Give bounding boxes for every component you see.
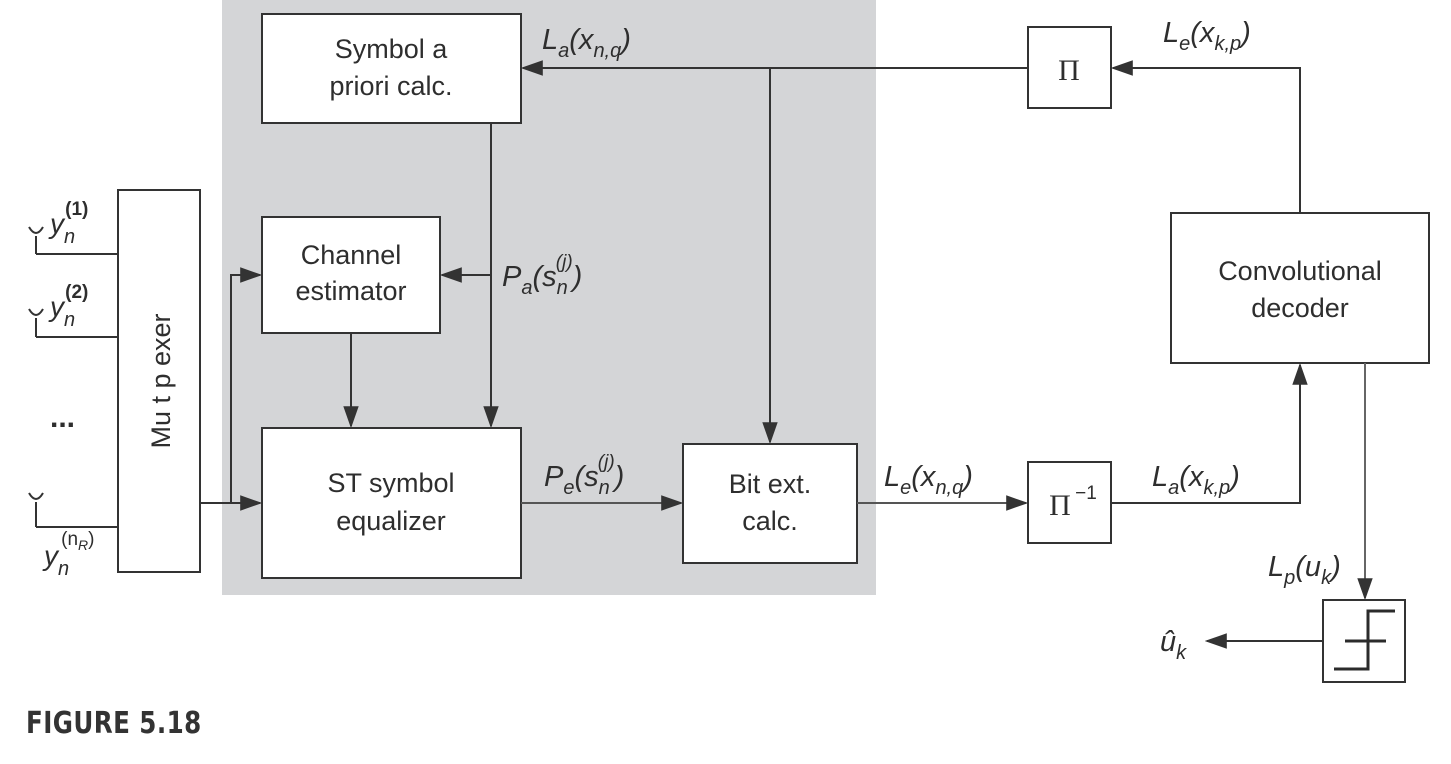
input-ynR-label: yn(nR) — [42, 529, 94, 580]
signal-Pe-s: Pe(sn(j)) — [544, 452, 624, 499]
conv-decoder-label-line2: decoder — [1251, 293, 1349, 323]
interleaver-block: Π — [1027, 26, 1112, 109]
hard-decision-block — [1322, 599, 1406, 683]
antenna-icon — [28, 308, 44, 316]
decoder-to-interleaver-arrow — [1110, 60, 1301, 213]
signal-Le-xkp: Le(xk,p) — [1163, 17, 1251, 55]
input-y2-label: yn(2) — [48, 282, 88, 331]
input-ellipsis: ... — [50, 401, 75, 434]
deinterleaver-pi-symbol: Π — [1049, 489, 1071, 522]
channel-estimator-block: Channel estimator — [261, 216, 441, 334]
antenna-icon — [28, 492, 44, 500]
channel-estimator-label-line2: estimator — [295, 276, 406, 306]
multiplexer-label: Mu t p exer — [146, 313, 176, 448]
deinterleaver-block: Π −1 — [1027, 461, 1112, 544]
signal-La-xkp: La(xk,p) — [1152, 461, 1240, 499]
st-equalizer-label-line2: equalizer — [336, 506, 446, 536]
interleaver-pi-symbol: Π — [1058, 54, 1080, 87]
mux-to-channel-estimator-arrow — [230, 267, 263, 503]
conv-decoder-label-line1: Convolutional — [1218, 256, 1382, 286]
hard-decision-step-icon — [1334, 609, 1395, 671]
antenna-nR — [28, 492, 118, 528]
symbol-apriori-label-line1: Symbol a — [335, 34, 449, 64]
bit-ext-label-line1: Bit ext. — [729, 469, 812, 499]
signal-La-xnq-top: La(xn,q) — [542, 24, 631, 62]
antenna-1 — [28, 226, 118, 255]
multiplexer-block: Mu t p exer — [117, 189, 201, 573]
bit-ext-calc-block: Bit ext. calc. — [682, 443, 858, 564]
deinterleaver-inverse-superscript: −1 — [1075, 483, 1097, 504]
st-equalizer-label-line1: ST symbol — [327, 468, 454, 498]
st-symbol-equalizer-block: ST symbol equalizer — [261, 427, 522, 579]
signal-uk-hat-output: ûk — [1160, 626, 1187, 664]
convolutional-decoder-block: Convolutional decoder — [1170, 212, 1430, 364]
channel-estimator-label-line1: Channel — [301, 240, 402, 270]
deinterleaver-to-decoder-arrow — [1111, 362, 1308, 504]
figure-caption: FIGURE 5.18 — [26, 706, 202, 741]
symbol-apriori-block: Symbol a priori calc. — [261, 13, 522, 124]
bit-ext-label-line2: calc. — [742, 506, 798, 536]
signal-Pa-s: Pa(sn(j)) — [502, 252, 582, 299]
signal-Le-xnq: Le(xn,q) — [884, 461, 973, 499]
input-y1-label: yn(1) — [48, 199, 88, 248]
antenna-icon — [28, 226, 44, 234]
symbol-apriori-label-line2: priori calc. — [329, 71, 452, 101]
signal-Lp-uk: Lp(uk) — [1268, 551, 1341, 589]
antenna-2 — [28, 308, 118, 338]
